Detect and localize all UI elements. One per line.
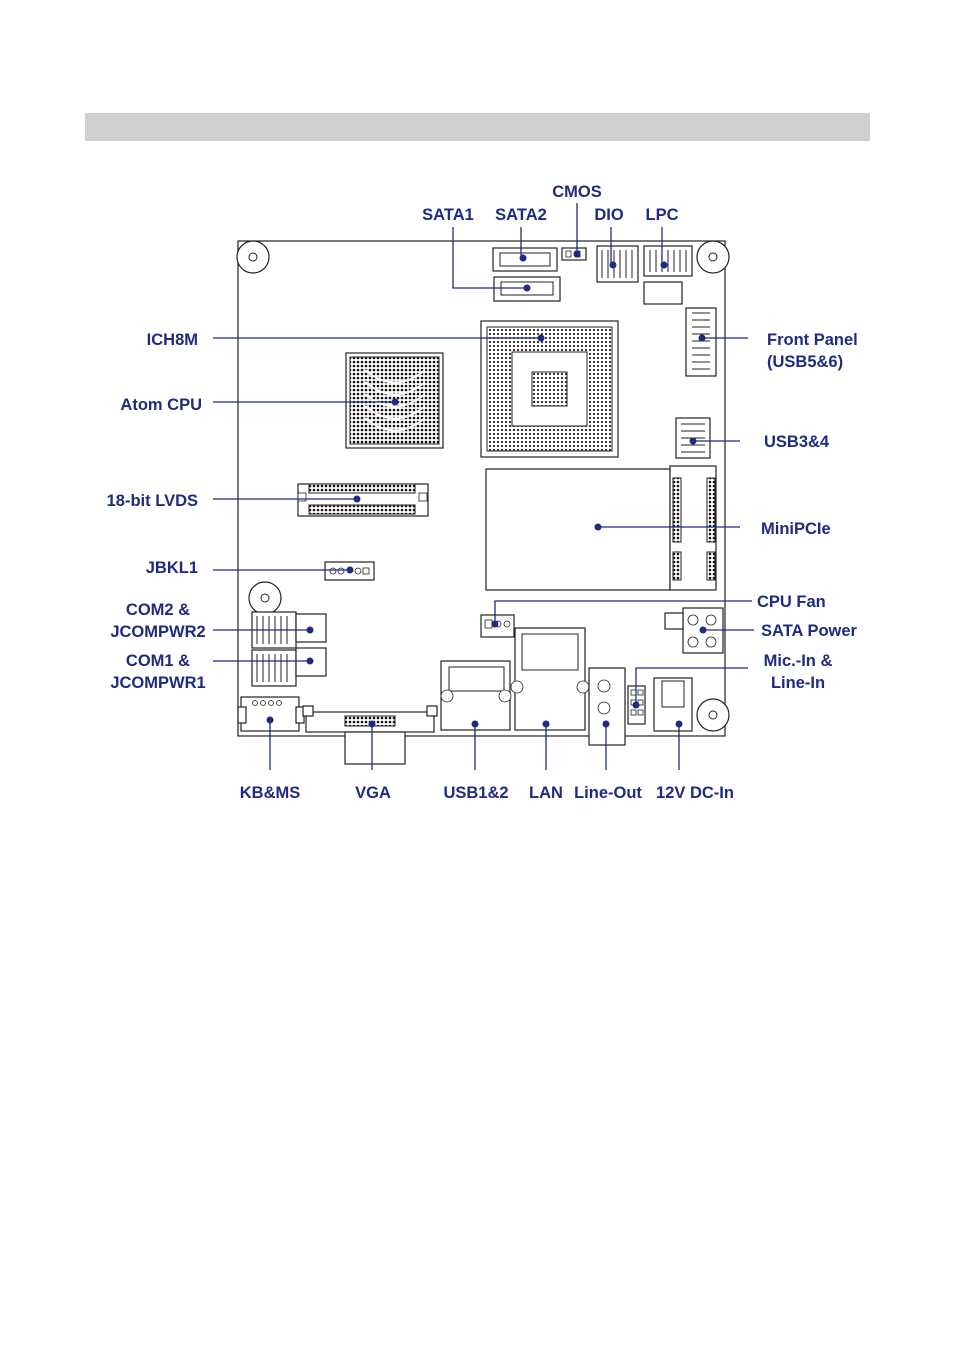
keyboard-mouse-port — [238, 697, 304, 731]
label-atom-cpu: Atom CPU — [120, 396, 202, 414]
dio-header — [597, 246, 638, 282]
label-vga: VGA — [355, 784, 391, 802]
label-sata-power: SATA Power — [761, 622, 858, 640]
label-mic-in: Mic.-In & — [764, 652, 833, 670]
label-usb34: USB3&4 — [764, 433, 830, 451]
label-minipcie: MiniPCIe — [761, 520, 831, 538]
label-ich8m: ICH8M — [147, 331, 198, 349]
ich8m-chip — [481, 321, 618, 457]
front-panel-header — [686, 308, 716, 376]
label-cpu-fan: CPU Fan — [757, 593, 826, 611]
lan-port — [511, 628, 589, 730]
label-jbkl1: JBKL1 — [146, 559, 198, 577]
label-usb12: USB1&2 — [443, 784, 508, 802]
label-com1: COM1 & — [126, 652, 190, 670]
label-lan: LAN — [529, 784, 563, 802]
label-front-panel: Front Panel — [767, 331, 858, 349]
label-lpc: LPC — [646, 206, 679, 224]
label-cmos: CMOS — [552, 183, 602, 201]
label-lvds: 18-bit LVDS — [107, 492, 198, 510]
label-com2: COM2 & — [126, 601, 190, 619]
dc-in-jack — [654, 678, 692, 731]
label-usb56: (USB5&6) — [767, 353, 843, 371]
label-sata1: SATA1 — [422, 206, 474, 224]
label-dc-in: 12V DC-In — [656, 784, 734, 802]
label-sata2: SATA2 — [495, 206, 547, 224]
label-line-in: Line-In — [771, 674, 825, 692]
label-jcompwr1: JCOMPWR1 — [110, 674, 205, 692]
label-kbms: KB&MS — [240, 784, 301, 802]
line-out-port — [589, 668, 625, 745]
label-dio: DIO — [594, 206, 624, 224]
usb12-port — [441, 661, 511, 730]
label-jcompwr2: JCOMPWR2 — [110, 623, 205, 641]
label-line-out: Line-Out — [574, 784, 642, 802]
lvds-connector — [298, 484, 428, 516]
